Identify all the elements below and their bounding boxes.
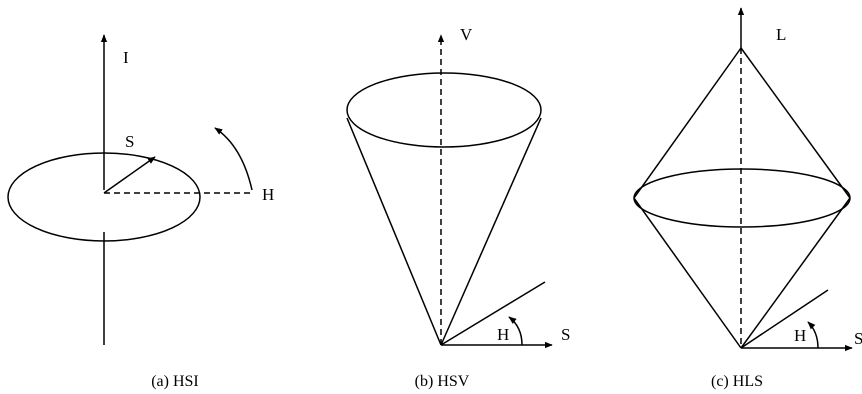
- saturation-arrow: [103, 156, 156, 194]
- caption-hls: (c) HLS: [711, 373, 763, 390]
- hsi-saturation-label: S: [125, 132, 134, 151]
- panel-hsv: V H S (b) HSV: [346, 25, 570, 390]
- hsv-cone-top: [346, 72, 542, 148]
- hls-upper-left-edge: [633, 47, 742, 199]
- hsi-hue-label: H: [262, 185, 274, 204]
- hsv-hue-direction-line: [440, 281, 546, 346]
- hsv-hue-angle-arc: [508, 316, 523, 346]
- panel-hls: L H S (c) HLS: [633, 7, 862, 390]
- intensity-label: I: [123, 48, 129, 67]
- hsi-color-disc: [7, 152, 201, 242]
- caption-hsi: (a) HSI: [151, 373, 199, 390]
- hsv-hue-label: H: [497, 325, 509, 344]
- hsv-cone-right-edge: [440, 117, 542, 346]
- hsv-cone-left-edge: [346, 117, 442, 346]
- hue-rotation-arrow: [214, 127, 253, 191]
- hls-equator-disc: [633, 168, 851, 228]
- hls-hue-label: H: [794, 326, 806, 345]
- hls-lower-right-edge: [740, 197, 851, 349]
- value-label: V: [460, 25, 473, 44]
- caption-hsv: (b) HSV: [415, 373, 470, 390]
- hls-hue-direction-line: [740, 289, 829, 349]
- hls-hue-angle-arc: [807, 321, 819, 349]
- hsv-saturation-label: S: [561, 325, 570, 344]
- lightness-label: L: [776, 25, 786, 44]
- panel-hsi: I S H (a) HSI: [7, 34, 274, 390]
- hls-upper-right-edge: [740, 47, 851, 199]
- hls-lower-left-edge: [633, 197, 742, 349]
- hls-saturation-label: S: [854, 329, 862, 348]
